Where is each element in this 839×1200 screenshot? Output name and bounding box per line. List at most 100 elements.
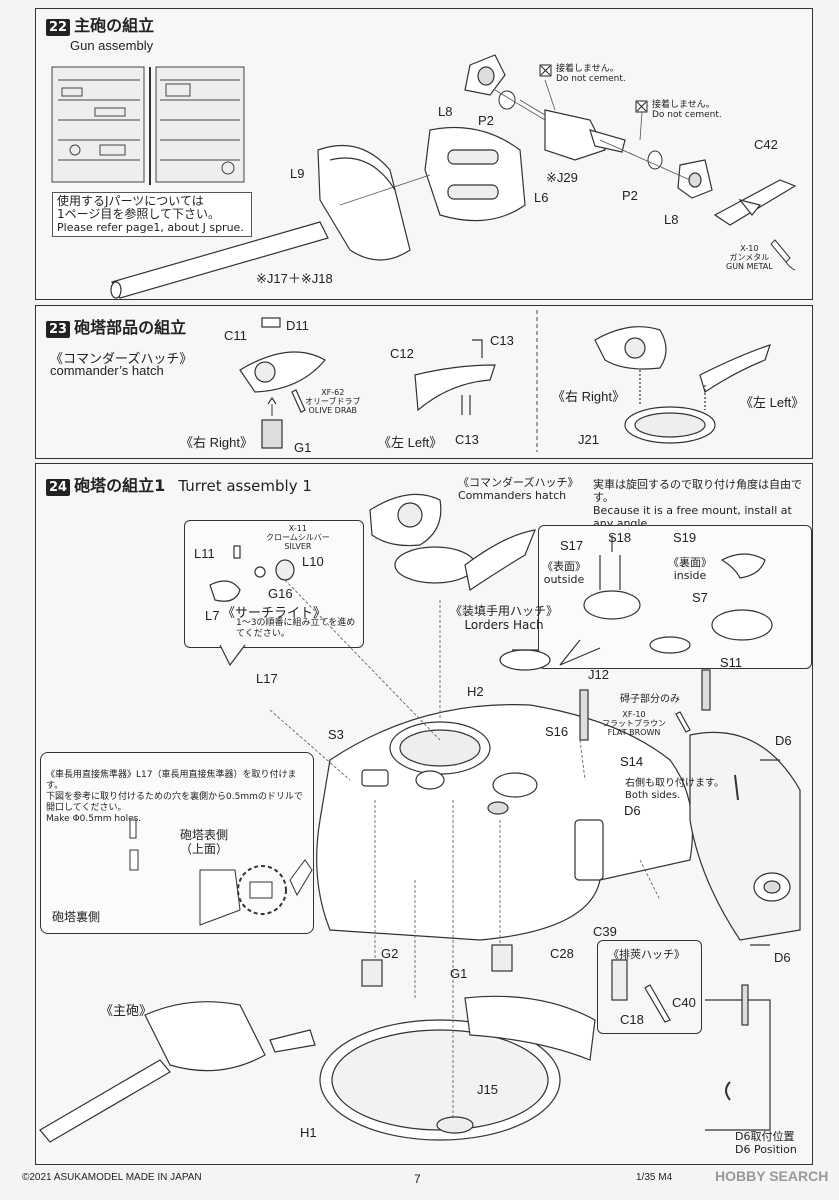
paint-name-en: GUN METAL (726, 262, 773, 271)
periscope-guard-g2 (361, 959, 383, 987)
label-g1: G1 (450, 966, 468, 981)
do-not-cement-1: 接着しません。 Do not cement. (556, 64, 626, 84)
trunnion-l8-bottom (677, 159, 713, 199)
label-h2: H2 (467, 684, 484, 699)
label-g16: G16 (268, 586, 293, 601)
label-c40: C40 (672, 995, 696, 1010)
label-j17-j18: ※J17＋※J18 (256, 271, 333, 286)
label-j15: J15 (477, 1082, 498, 1097)
label-l10: L10 (302, 554, 324, 569)
label-d11: D11 (286, 318, 309, 333)
insulator-note: 碍子部分のみ (620, 694, 680, 705)
d6-position-jp: D6取付位置 (735, 1130, 795, 1143)
no-cement-jp: 接着しません。 (652, 100, 715, 110)
step-title-jp: 主砲の組立 (74, 16, 155, 35)
right-label: 《右 Right》 (552, 389, 625, 404)
commander-hatch-en: commander’s hatch (50, 363, 164, 378)
jsprue-note-en: Please refer page1, about J sprue. (57, 221, 244, 234)
poly-cap-p2-bottom (647, 150, 663, 170)
label-s3: S3 (328, 727, 344, 742)
label-c12: C12 (390, 346, 414, 361)
paint-callout-flat-brown: XF-10 フラットブラウン FLAT BROWN (602, 710, 666, 737)
step-number: 23 (46, 321, 71, 338)
paint-code: XF-62 (321, 388, 345, 397)
coax-mg-c42 (713, 179, 797, 226)
turret-back-label: 砲塔裏側 (52, 910, 101, 924)
footer-watermark: HOBBY SEARCH (715, 1168, 829, 1184)
paint-callout-olive-drab: XF-62 オリーブドラブ OLIVE DRAB (305, 388, 361, 415)
vision-note-en: Make Φ0.5mm holes. (46, 814, 142, 824)
cmdr-hatch-jp: 《コマンダーズハッチ》 (458, 476, 579, 489)
footer-copyright: ©2021 ASUKAMODEL MADE IN JAPAN (22, 1172, 202, 1183)
searchlight-title: 《サーチライト》 (222, 605, 327, 620)
label-s17: S17 (560, 538, 584, 553)
hatch-c11 (239, 351, 326, 393)
inside-jp: 《裏面》 (668, 556, 712, 569)
paint-code: X-11 (288, 524, 307, 533)
loader-hatch-en: Lorders Hach (464, 618, 544, 632)
outside-en: outside (543, 573, 585, 586)
outside-label: 《表面》 outside (542, 560, 586, 586)
periscope-j12 (579, 689, 589, 741)
hatch-left (699, 344, 771, 393)
label-c11: C11 (224, 328, 247, 343)
label-c42: C42 (754, 137, 778, 152)
no-cement-en: Do not cement. (556, 74, 626, 84)
both-sides-note: 右側も取り付けます。 Both sides. (625, 778, 724, 802)
footer-page-number: 7 (414, 1172, 421, 1186)
commander-hatch-jp: 《コマンダーズハッチ》 (50, 351, 193, 366)
commander-hatch-callout: 《コマンダーズハッチ》 Commanders hatch (458, 476, 578, 502)
both-sides-jp: 右側も取り付けます。 (625, 778, 724, 789)
ejector-hatch-callout (597, 940, 702, 1034)
label-c13: C13 (455, 432, 479, 447)
paint-code: XF-10 (622, 710, 646, 719)
paint-name-en: SILVER (284, 542, 312, 551)
label-c13: C13 (490, 333, 514, 348)
label-j29: ※J29 (546, 170, 578, 185)
label-l11: L11 (194, 546, 215, 561)
step-title-jp: 砲塔の組立1 (74, 476, 166, 495)
label-p2: P2 (622, 188, 638, 203)
label-d6: D6 (774, 950, 791, 965)
free-mount-jp: 実車は旋回するので取り付け角度は自由です。 (593, 478, 802, 504)
right-label: 《右 Right》 (180, 435, 253, 450)
do-not-cement-2: 接着しません。 Do not cement. (652, 100, 722, 120)
ejector-hatch-label: 《排莢ハッチ》 (608, 949, 685, 961)
sprue-thumbnail-left (51, 66, 145, 183)
label-s14: S14 (620, 754, 644, 769)
label-s18: S18 (608, 530, 632, 545)
label-c39: C39 (593, 924, 617, 939)
gun-cradle-l6 (424, 126, 526, 222)
loader-hatch-label: 《装填手用ハッチ》 Lorders Hach (450, 604, 558, 632)
label-j21: J21 (578, 432, 599, 447)
label-s11: S11 (720, 655, 743, 670)
inside-en: inside (673, 569, 707, 582)
d6-position-label: D6取付位置 D6 Position (735, 1130, 797, 1156)
mantlet-l9 (317, 144, 411, 261)
step-title-en: Turret assembly 1 (178, 477, 312, 495)
label-l17: L17 (256, 671, 278, 686)
searchlight-order-note: 1〜3の順番に組み立てを進めてください。 (236, 618, 356, 639)
breech-j29 (544, 109, 626, 161)
left-label: 《左 Left》 (378, 435, 443, 450)
cmdr-hatch-en: Commanders hatch (458, 489, 567, 502)
vision-block-callout (40, 752, 314, 934)
no-cement-icon (539, 64, 648, 113)
paint-callout-gunmetal: X-10 ガンメタル GUN METAL (726, 244, 773, 271)
no-cement-jp: 接着しません。 (556, 64, 619, 74)
paint-name-jp: フラットブラウン (602, 719, 666, 728)
label-l7: L7 (205, 608, 220, 623)
hatch-c12 (414, 364, 496, 412)
paint-callout-silver: X-11 クロームシルバー SILVER (266, 524, 330, 551)
label-l8: L8 (664, 212, 679, 227)
vision-note-jp: 《車長用直接焦準器》L17（車長用直接焦準器）を取り付けます。 (46, 770, 297, 791)
label-l8: L8 (438, 104, 453, 119)
